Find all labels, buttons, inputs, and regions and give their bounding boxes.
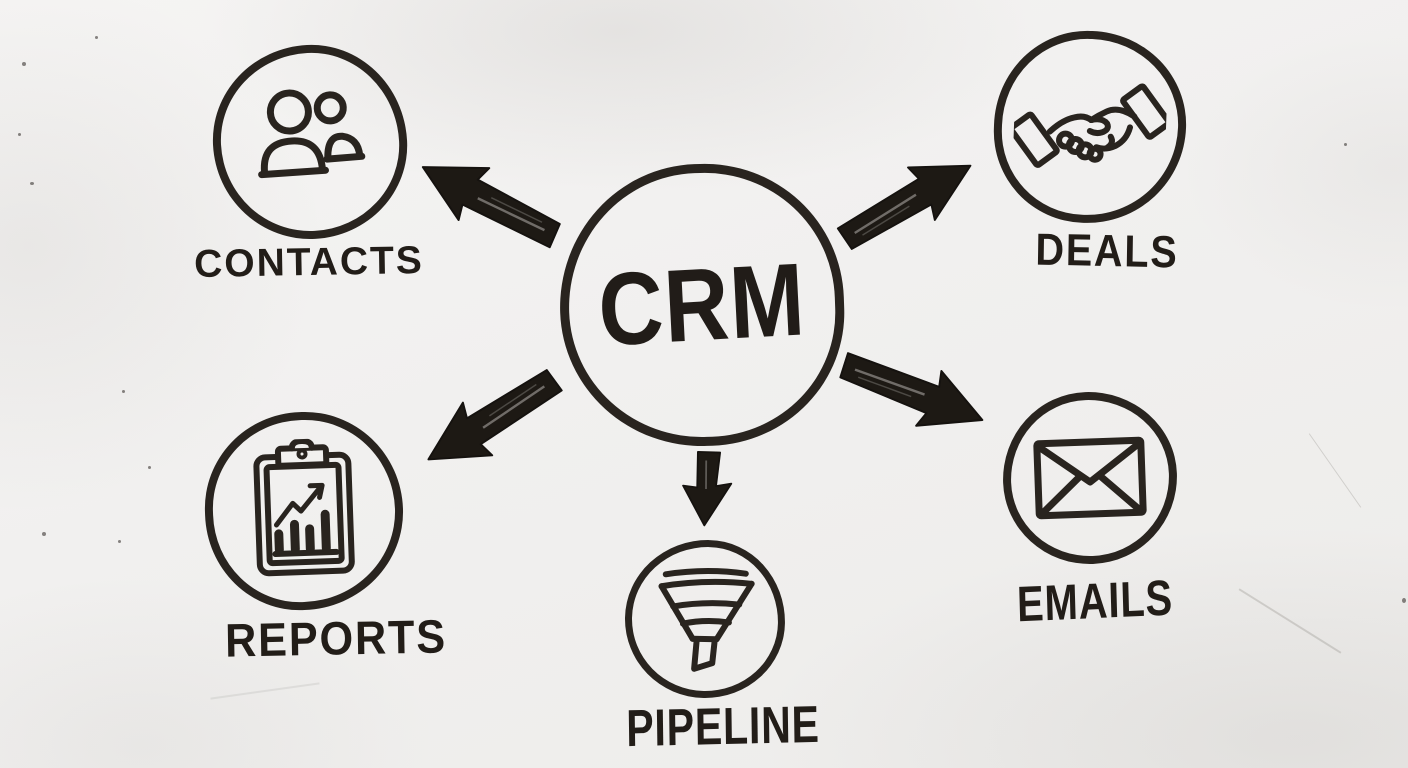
deals-label: DEALS: [1035, 223, 1179, 278]
emails-node: [1000, 389, 1180, 567]
crm-title: CRM: [595, 241, 809, 368]
contacts-label: CONTACTS: [193, 238, 425, 287]
arrow-crm-to-reports: [427, 369, 563, 461]
reports-label: REPORTS: [224, 609, 448, 667]
envelope-icon: [1033, 436, 1147, 520]
handshake-icon: [1012, 83, 1168, 168]
arrow-crm-to-contacts: [421, 166, 561, 249]
crm-node: CRM: [555, 159, 849, 451]
deals-node: [990, 27, 1190, 227]
clipboard-chart-icon: [253, 438, 355, 577]
arrow-crm-to-pipeline: [682, 451, 733, 527]
arrow-crm-to-emails: [839, 352, 984, 427]
pipeline-label: PIPELINE: [625, 695, 821, 759]
arrow-crm-to-deals: [836, 164, 972, 250]
people-icon: [258, 89, 366, 179]
contacts-node: [208, 40, 412, 244]
funnel-icon: [658, 568, 755, 672]
emails-label: EMAILS: [1016, 569, 1174, 633]
pipeline-node: [623, 538, 787, 700]
reports-node: [201, 408, 407, 614]
